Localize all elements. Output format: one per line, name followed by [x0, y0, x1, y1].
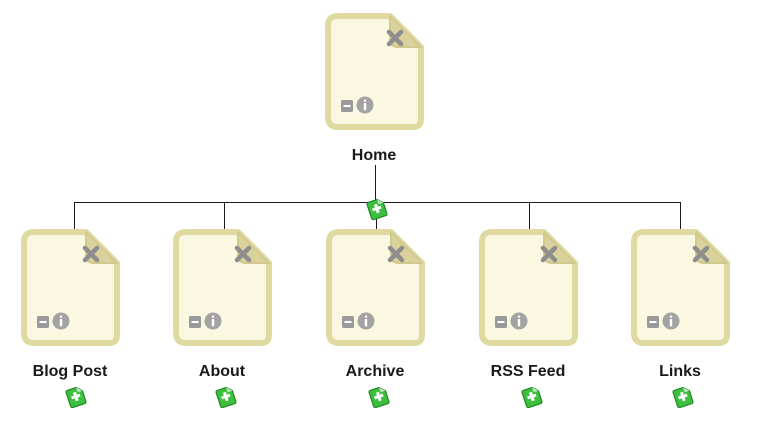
add-page-plus-icon — [215, 386, 237, 409]
info-button[interactable] — [510, 312, 528, 330]
minus-icon — [342, 316, 354, 328]
page-card[interactable] — [630, 229, 730, 346]
page-document-icon — [479, 229, 578, 346]
add-page-plus-icon — [521, 386, 543, 409]
delete-page-button[interactable] — [385, 243, 407, 265]
info-icon — [52, 312, 70, 330]
info-button[interactable] — [204, 312, 222, 330]
minus-icon — [37, 316, 49, 328]
info-icon — [204, 312, 222, 330]
page-document-icon — [631, 229, 730, 346]
add-child-page-button[interactable] — [213, 385, 239, 409]
page-card[interactable] — [325, 229, 425, 346]
minus-icon — [495, 316, 507, 328]
collapse-button[interactable] — [495, 315, 507, 328]
info-button[interactable] — [52, 312, 70, 330]
add-child-page-button[interactable] — [366, 385, 392, 409]
info-icon — [357, 312, 375, 330]
add-child-page-button[interactable] — [364, 197, 390, 221]
connector-root-stem — [375, 165, 376, 202]
page-card[interactable] — [324, 13, 424, 130]
delete-page-button[interactable] — [538, 243, 560, 265]
connector-drop-1 — [74, 202, 75, 233]
minus-icon — [647, 316, 659, 328]
page-document-icon — [21, 229, 120, 346]
page-card[interactable] — [172, 229, 272, 346]
collapse-button[interactable] — [189, 315, 201, 328]
delete-page-button[interactable] — [80, 243, 102, 265]
connector-drop-4 — [529, 202, 530, 233]
page-label: Home — [351, 147, 397, 164]
add-child-page-button[interactable] — [519, 385, 545, 409]
close-x-icon — [386, 29, 404, 47]
delete-page-button[interactable] — [384, 27, 406, 49]
close-x-icon — [387, 245, 405, 263]
add-child-page-button[interactable] — [63, 385, 89, 409]
collapse-button[interactable] — [342, 315, 354, 328]
page-label: Links — [659, 363, 701, 380]
info-icon — [662, 312, 680, 330]
connector-drop-2 — [224, 202, 225, 233]
close-x-icon — [692, 245, 710, 263]
add-page-plus-icon — [672, 386, 694, 409]
page-card[interactable] — [478, 229, 578, 346]
page-label: RSS Feed — [490, 363, 566, 380]
info-button[interactable] — [662, 312, 680, 330]
delete-page-button[interactable] — [232, 243, 254, 265]
delete-page-button[interactable] — [690, 243, 712, 265]
close-x-icon — [540, 245, 558, 263]
close-x-icon — [234, 245, 252, 263]
page-label: About — [198, 363, 246, 380]
collapse-button[interactable] — [37, 315, 49, 328]
add-child-page-button[interactable] — [670, 385, 696, 409]
close-x-icon — [82, 245, 100, 263]
collapse-button[interactable] — [341, 99, 353, 112]
page-document-icon — [326, 229, 425, 346]
add-page-plus-icon — [65, 386, 87, 409]
connector-drop-5 — [680, 202, 681, 233]
minus-icon — [341, 100, 353, 112]
page-label: Blog Post — [32, 363, 108, 380]
minus-icon — [189, 316, 201, 328]
add-page-plus-icon — [368, 386, 390, 409]
page-label: Archive — [345, 363, 405, 380]
page-card[interactable] — [20, 229, 120, 346]
info-icon — [356, 96, 374, 114]
info-button[interactable] — [357, 312, 375, 330]
info-icon — [510, 312, 528, 330]
page-document-icon — [173, 229, 272, 346]
add-page-plus-icon — [366, 198, 388, 221]
info-button[interactable] — [356, 96, 374, 114]
page-document-icon — [325, 13, 424, 130]
collapse-button[interactable] — [647, 315, 659, 328]
